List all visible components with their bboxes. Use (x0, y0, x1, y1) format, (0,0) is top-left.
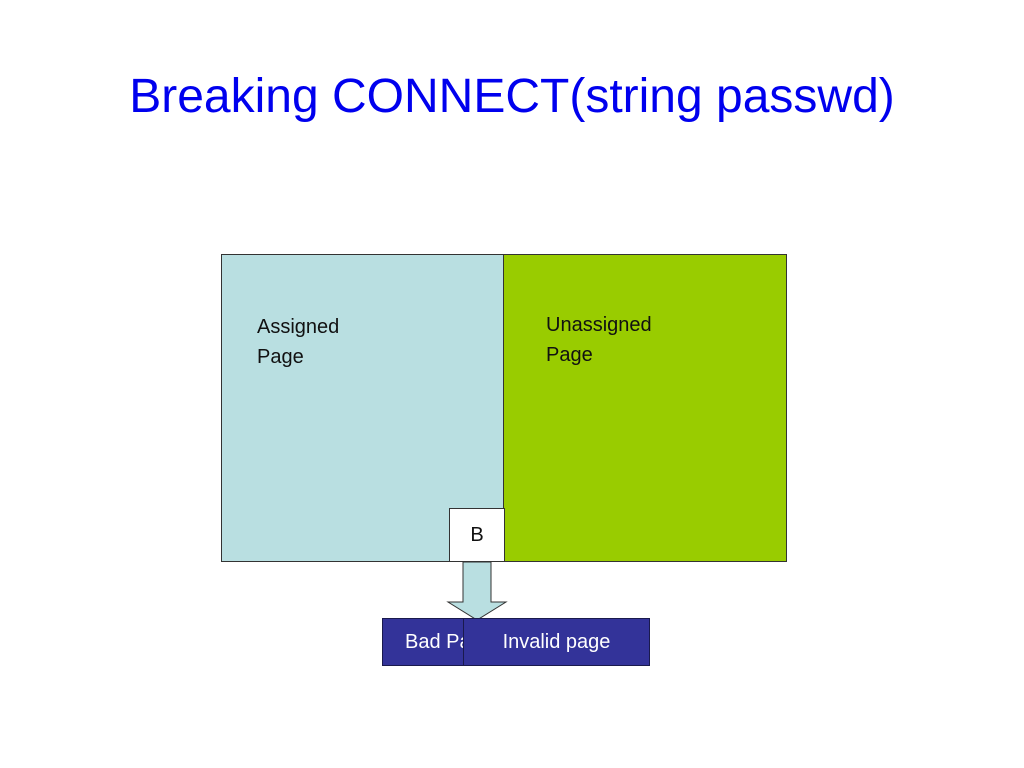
assigned-page-label: Assigned Page (257, 316, 340, 368)
marker-box (449, 508, 505, 562)
slide-title: Breaking CONNECT(string passwd) (129, 70, 895, 123)
unassigned-page-region (503, 254, 787, 562)
down-arrow-icon (446, 562, 508, 621)
invalid-page-box: Invalid page (463, 618, 650, 666)
marker-label: B (470, 523, 484, 546)
unassigned-page-label: Unassigned Page (546, 314, 652, 366)
